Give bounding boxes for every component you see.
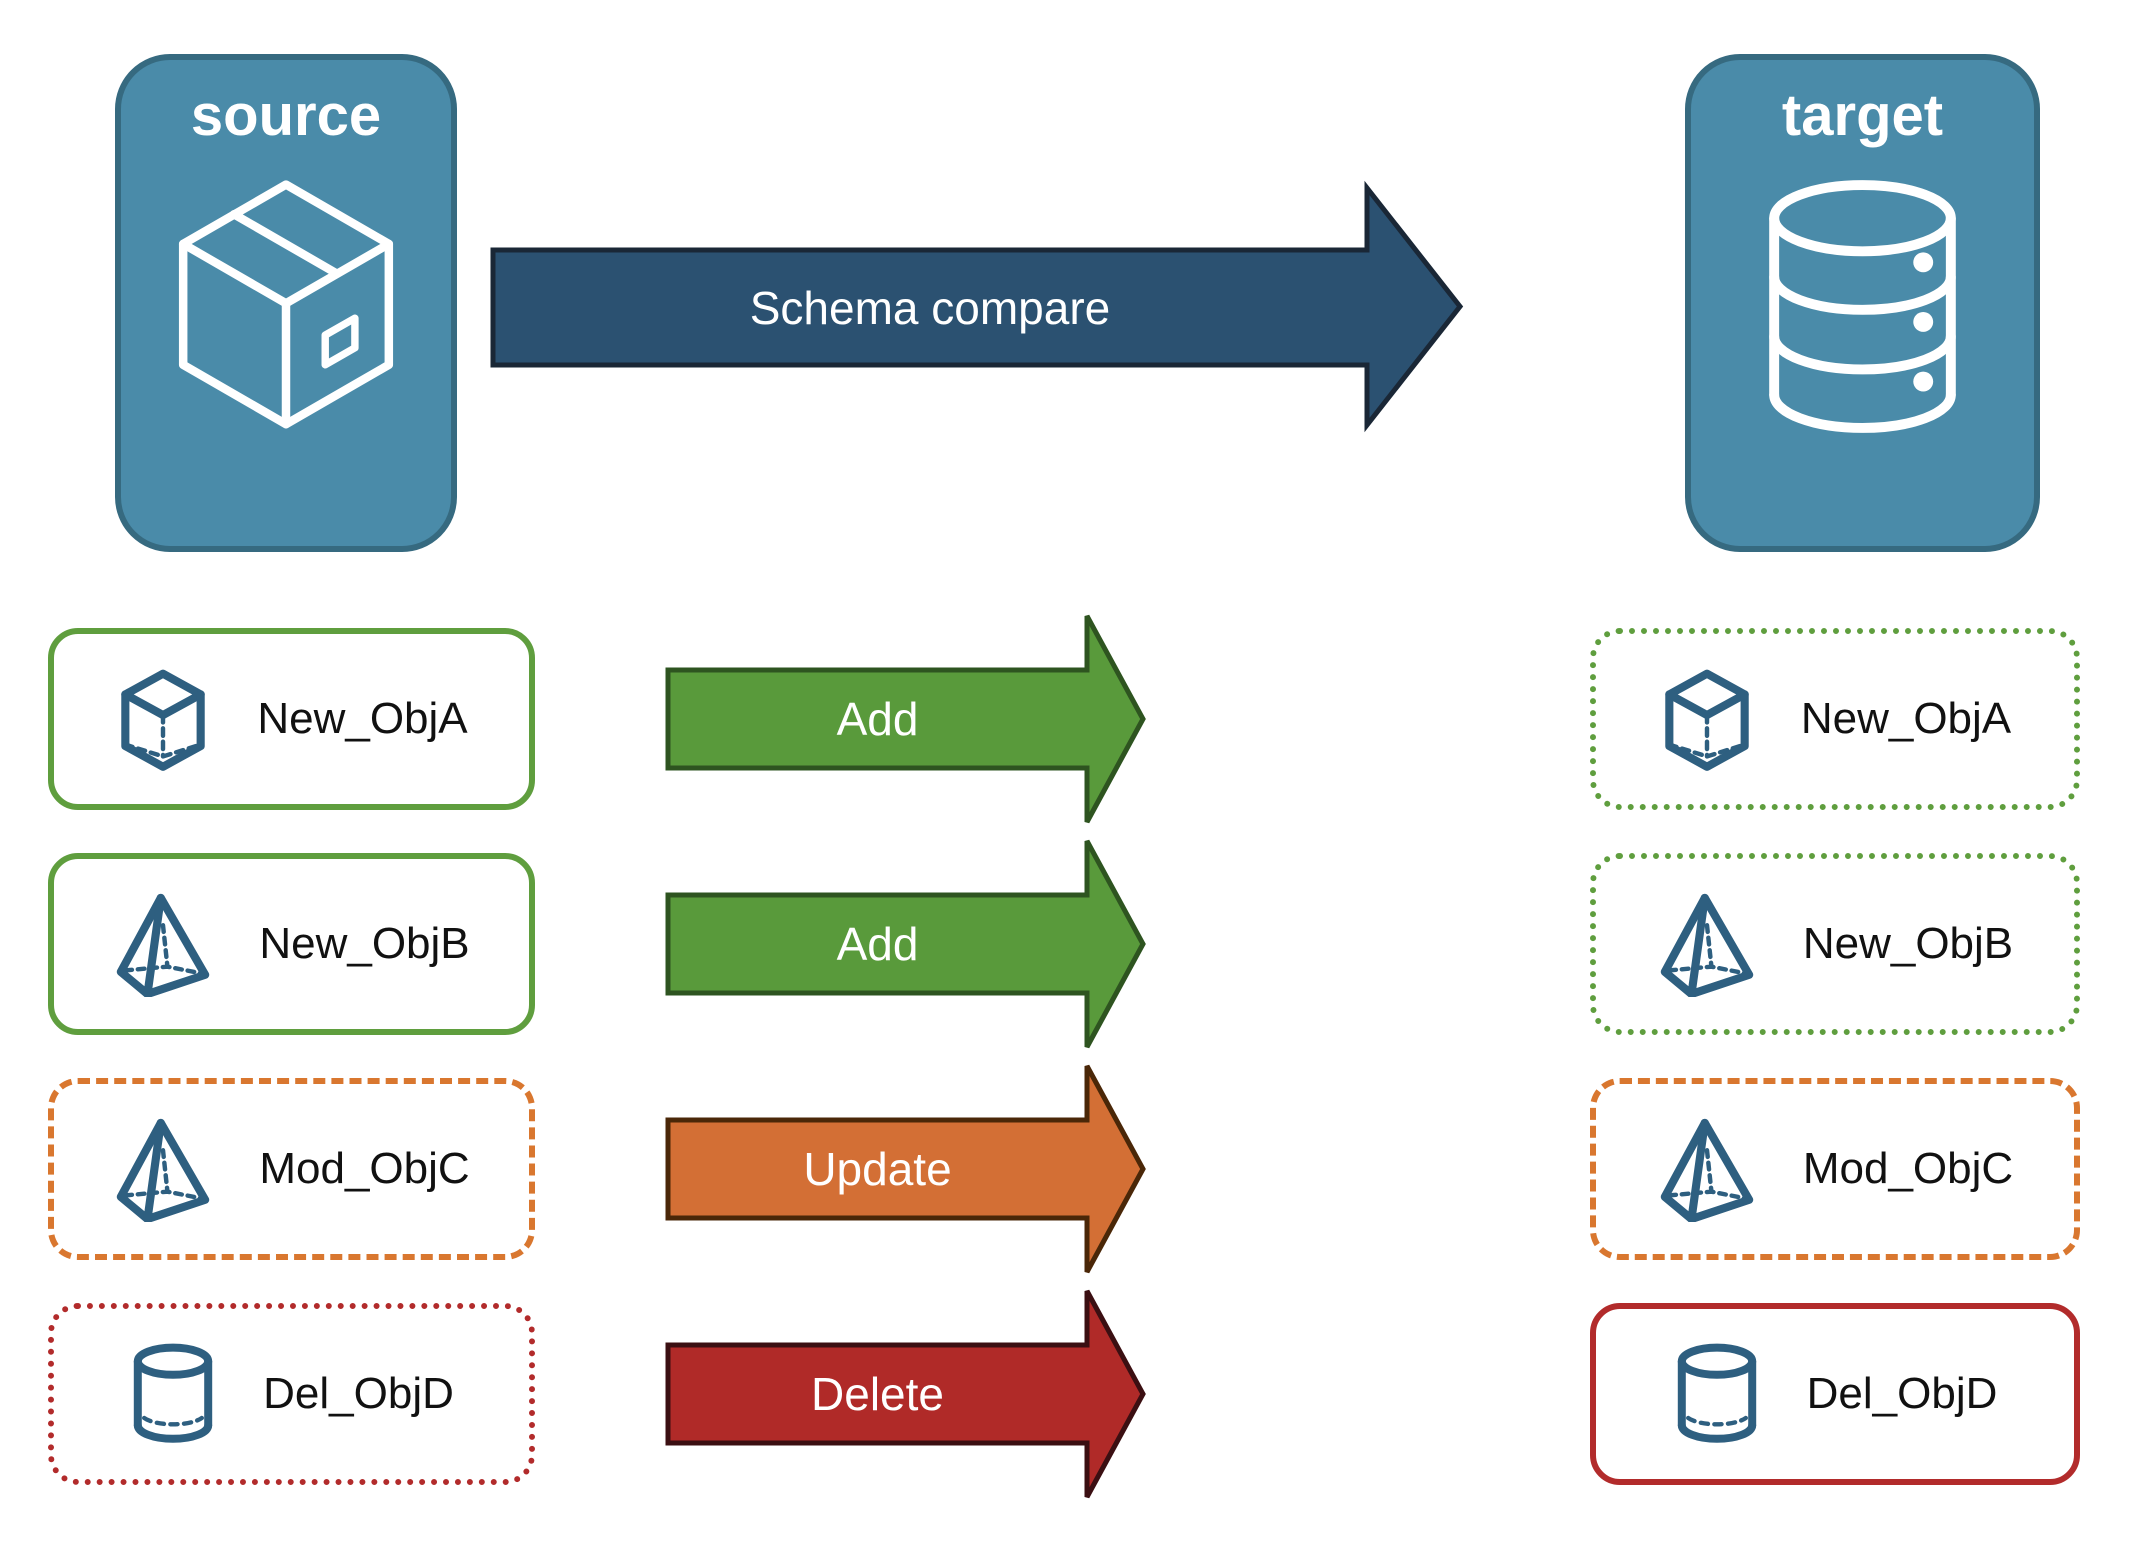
- arrow-shape: [665, 839, 1146, 1049]
- schema-compare-label: Schema compare: [749, 281, 1111, 334]
- target-title: target: [1781, 83, 1944, 148]
- source-object-box-row4: Del_ObjD: [48, 1303, 535, 1485]
- object-label: New_ObjB: [1802, 919, 2014, 968]
- object-label: New_ObjA: [257, 694, 468, 743]
- pyramid-icon: [117, 893, 210, 997]
- cylinder-icon: [1677, 1343, 1756, 1443]
- arrow-action-label: Add: [836, 918, 919, 970]
- schema-compare-arrow: Schema compare: [490, 180, 1464, 433]
- arrow-action-label: Update: [803, 1143, 952, 1195]
- source-object-box-row3: Mod_ObjC: [48, 1078, 535, 1260]
- pyramid-icon: [117, 1118, 210, 1222]
- cube-icon: [1665, 669, 1749, 771]
- source-title: source: [190, 83, 382, 148]
- database-icon: [1769, 179, 1956, 433]
- pyramid-icon: [1660, 1118, 1754, 1222]
- object-label: New_ObjA: [1800, 694, 2012, 743]
- source-object-box-row2: New_ObjB: [48, 853, 535, 1035]
- add-arrow-row1: Add: [665, 614, 1146, 824]
- arrow-action-label: Add: [836, 693, 919, 745]
- add-arrow-row2: Add: [665, 839, 1146, 1049]
- source-node: source: [115, 54, 457, 552]
- cylinder-icon: [133, 1343, 213, 1443]
- object-label: Mod_ObjC: [1802, 1144, 2014, 1193]
- object-label: Del_ObjD: [263, 1369, 454, 1418]
- delete-arrow-row4: Delete: [665, 1289, 1146, 1499]
- cube-icon: [121, 669, 206, 771]
- target-object-box-row4: Del_ObjD: [1590, 1303, 2080, 1485]
- pyramid-icon: [1660, 893, 1754, 997]
- arrow-shape: [665, 614, 1146, 824]
- arrow-action-label: Delete: [811, 1368, 944, 1420]
- schema-compare-arrow-shape: [490, 180, 1464, 433]
- target-object-box-row3: Mod_ObjC: [1590, 1078, 2080, 1260]
- arrow-shape: [665, 1064, 1146, 1274]
- object-label: Mod_ObjC: [259, 1144, 470, 1193]
- object-label: Del_ObjD: [1806, 1369, 1998, 1418]
- package-icon: [178, 180, 394, 429]
- object-label: New_ObjB: [259, 919, 470, 968]
- arrow-shape: [665, 1289, 1146, 1499]
- target-object-box-row1: New_ObjA: [1590, 628, 2080, 810]
- target-node: target: [1685, 54, 2040, 552]
- update-arrow-row3: Update: [665, 1064, 1146, 1274]
- source-object-box-row1: New_ObjA: [48, 628, 535, 810]
- target-object-box-row2: New_ObjB: [1590, 853, 2080, 1035]
